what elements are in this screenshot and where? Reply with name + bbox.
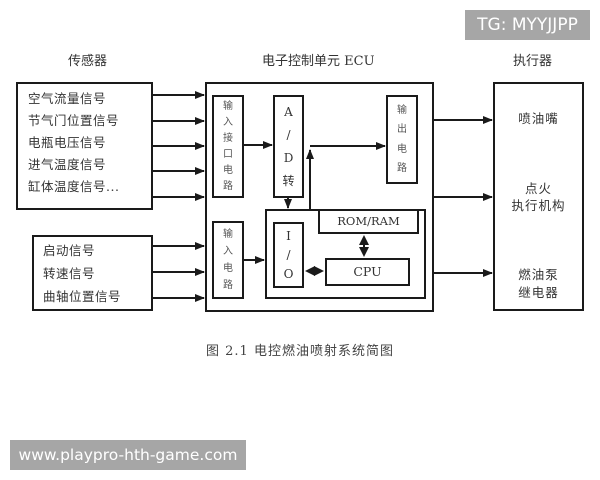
char: 电 [223,262,233,274]
char: 入 [223,117,233,128]
actuator-ignition-line1: 点火 [524,181,552,196]
actuator-box [493,82,584,311]
actuator-fuel-pump-line1: 燃油泵 [518,267,559,282]
char: 口 [223,149,233,160]
char: 输 [223,228,233,240]
cpu-label: CPU [353,264,382,279]
char: / [286,127,291,142]
char: 输 [223,101,233,112]
actuator-ignition-line2: 执行机构 [511,198,566,213]
char: 出 [397,124,407,136]
char: D [283,150,294,165]
rom-ram-box [318,209,419,234]
char: I [286,228,291,243]
io-label: I / O [273,226,304,284]
ad-converter-box [273,95,304,198]
char: 接 [223,133,233,144]
input-interface-circuit-box [212,95,244,198]
io-box [273,222,304,288]
sensors-header: 传感器 [68,54,108,69]
rom-ram-label: ROM/RAM [337,214,400,228]
char: 入 [223,245,233,257]
watermark-bottom-left: www.playpro-hth-game.com [10,440,246,470]
actuator-fuel-pump-line2: 继电器 [518,285,559,300]
sensor-crank-position-signal: 曲轴位置信号 [43,289,122,304]
sensor-speed-signal: 转速信号 [43,266,96,281]
output-circuit-box [386,95,418,184]
sensor-group-2-box [32,235,153,311]
cpu-box [325,258,410,286]
figure-caption: 图 2.1 电控燃油喷射系统简图 [206,344,394,359]
char: 输 [397,104,407,116]
watermark-top-right: TG: MYYJJPP [465,10,590,40]
ecu-header: 电子控制单元 ECU [262,54,375,69]
char: / [286,247,291,262]
char: A [284,104,293,119]
sensor-battery-voltage-signal: 电瓶电压信号 [28,135,107,150]
sensor-intake-temp-signal: 进气温度信号 [28,157,107,172]
char: 电 [397,143,407,155]
char: 电 [223,165,233,176]
char: 路 [223,279,233,291]
input-interface-circuit-label: 输 入 接 口 电 路 [212,99,244,195]
char: 路 [223,181,233,192]
sensor-start-signal: 启动信号 [43,243,96,258]
sensor-cylinder-temp-signal: 缸体温度信号... [28,179,120,194]
sensor-group-1-box [16,82,153,210]
output-circuit-label: 输 出 电 路 [386,101,418,179]
char: 转 [282,173,295,188]
input-circuit-label: 输 入 电 路 [212,226,244,294]
ad-converter-label: A / D 转 [273,100,304,192]
sensor-throttle-position-signal: 节气门位置信号 [28,113,120,128]
char: 路 [397,163,407,175]
char: O [283,267,294,282]
input-circuit-box [212,221,244,299]
sensor-air-flow-signal: 空气流量信号 [28,91,107,106]
actuators-header: 执行器 [513,54,553,69]
actuator-injector: 喷油嘴 [518,111,559,126]
